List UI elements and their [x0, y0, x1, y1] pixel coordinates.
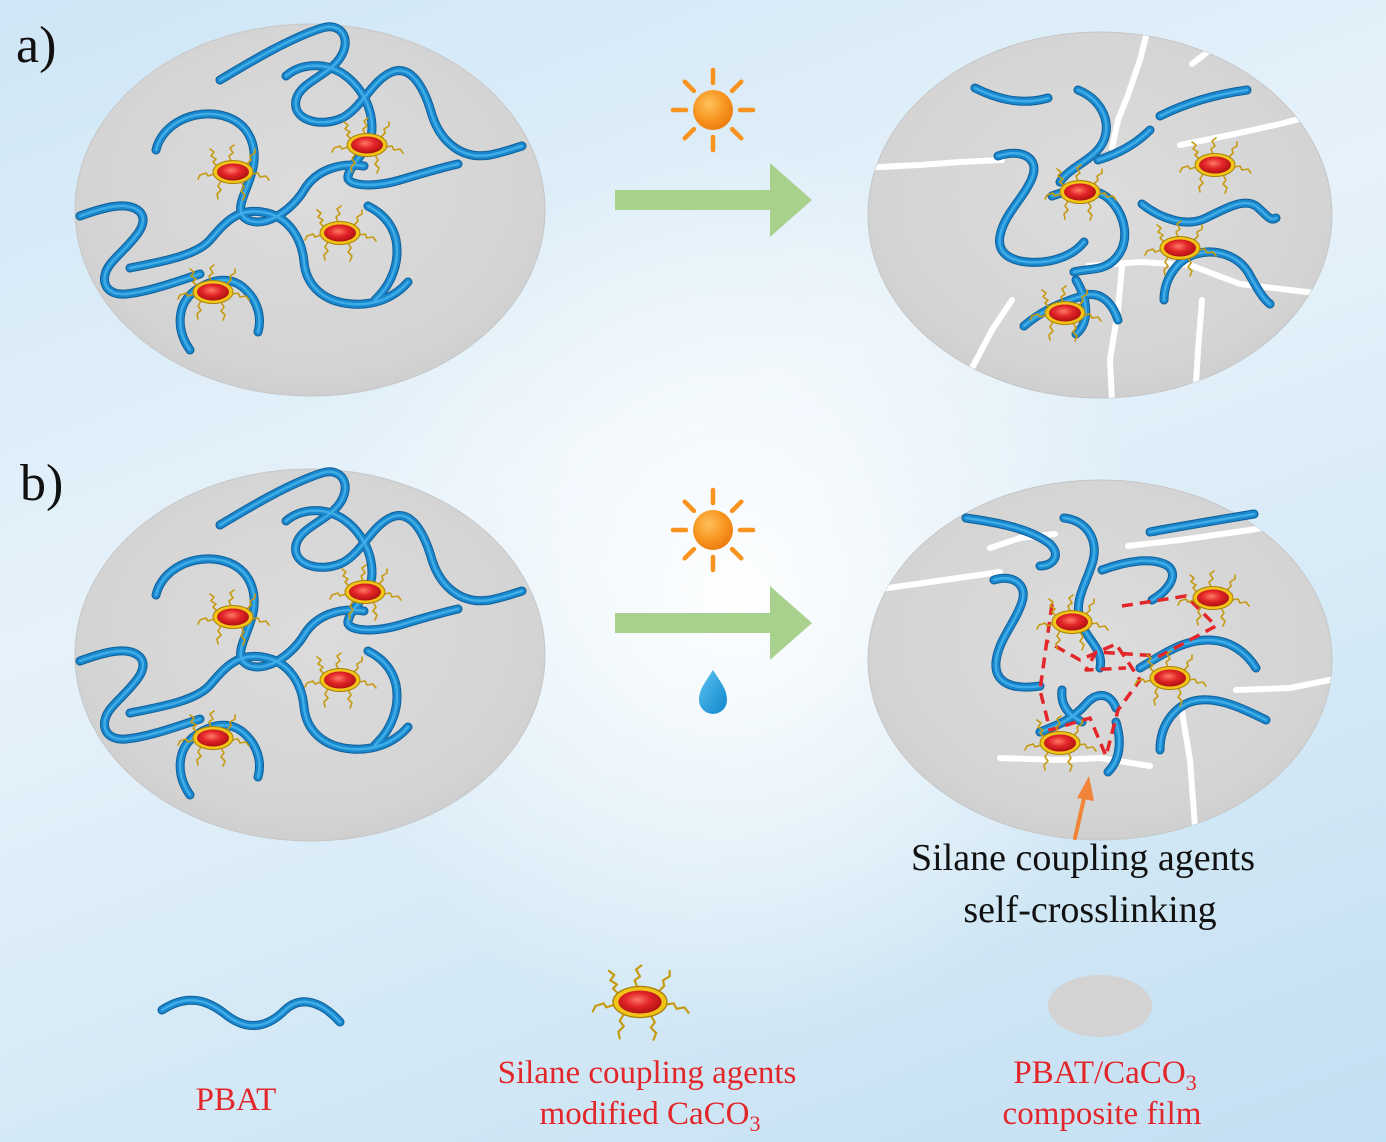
sun-icon [673, 490, 753, 570]
legend-film-icon [1048, 975, 1152, 1037]
composite-film-disk [867, 31, 1333, 399]
legend: PBAT Silane coupling agents modified CaC… [162, 964, 1202, 1136]
arrow-right-icon [615, 586, 812, 660]
legend-item-pbat: PBAT [162, 1000, 340, 1118]
annotation-line-1: Silane coupling agents [911, 837, 1255, 879]
panel-b: b) [20, 455, 1333, 931]
intact-film-a [74, 24, 546, 397]
legend-label-film-line-2: composite film [1003, 1096, 1202, 1132]
annotation-line-2: self-crosslinking [963, 889, 1216, 931]
intact-film-b [74, 469, 546, 842]
panel-a: a) [16, 17, 1333, 399]
arrow-right-icon [615, 163, 812, 237]
arrow-up-icon [1073, 776, 1094, 840]
legend-text-subscript: 3 [1186, 1070, 1197, 1095]
legend-item-film: PBAT/CaCO3 composite film [1003, 975, 1202, 1132]
degraded-film-a [867, 31, 1333, 399]
legend-label-particle-line-1: Silane coupling agents [498, 1055, 797, 1091]
legend-label-particle-line-2: modified CaCO3 [540, 1096, 761, 1136]
legend-text-main: PBAT/CaCO [1013, 1055, 1185, 1091]
legend-label-pbat: PBAT [196, 1082, 277, 1118]
panel-label-b: b) [20, 455, 63, 512]
legend-text-main: modified CaCO [540, 1096, 750, 1132]
legend-particle-icon [591, 964, 690, 1041]
panel-label-a: a) [16, 17, 56, 74]
legend-item-particle: Silane coupling agents modified CaCO3 [498, 964, 797, 1136]
crosslink-dashed-line [1084, 594, 1218, 672]
sun-icon [673, 70, 753, 150]
legend-label-film-line-1: PBAT/CaCO3 [1013, 1055, 1196, 1095]
water-drop-icon [699, 670, 727, 714]
crosslink-dashed-line [1038, 603, 1142, 758]
legend-text-subscript: 3 [749, 1111, 760, 1136]
crosslinked-film-b [867, 479, 1333, 841]
